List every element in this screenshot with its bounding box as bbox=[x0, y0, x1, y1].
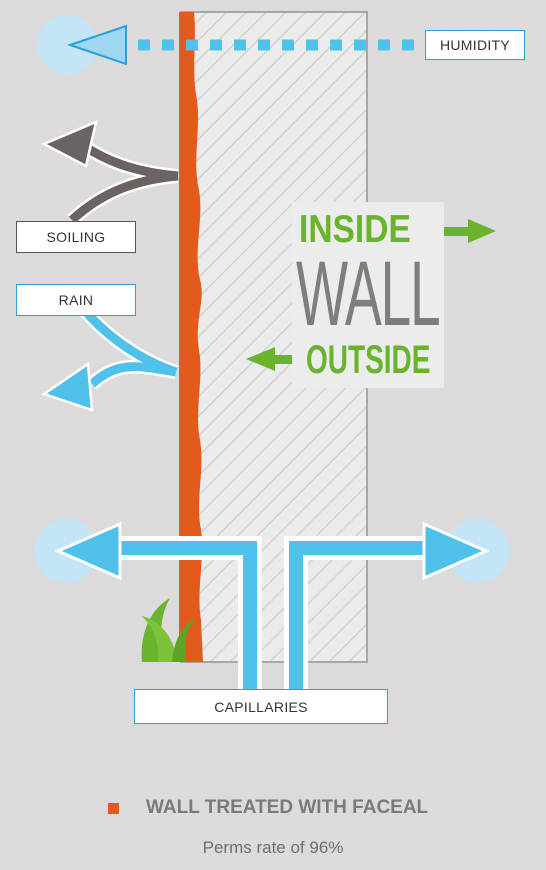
legend-subtitle: Perms rate of 96% bbox=[202, 838, 344, 857]
inside-label: INSIDE bbox=[299, 208, 411, 251]
inside-arrow-icon bbox=[440, 219, 496, 243]
faceal-treatment-layer bbox=[179, 12, 203, 662]
rain-arrowhead-icon bbox=[41, 361, 94, 412]
capillaries-label: CAPILLARIES bbox=[134, 689, 388, 724]
wall-text-backing bbox=[292, 202, 444, 388]
legend: WALL TREATED WITH FACEAL bbox=[108, 797, 428, 819]
capillary-right-arrowhead-icon bbox=[422, 521, 490, 581]
rain-label: RAIN bbox=[16, 284, 136, 316]
legend-swatch bbox=[108, 802, 119, 814]
humidity-label: HUMIDITY bbox=[425, 30, 525, 60]
grass-icon bbox=[141, 598, 196, 662]
soiling-label: SOILING bbox=[16, 221, 136, 253]
humidity-arrow bbox=[37, 15, 418, 75]
soiling-arrowhead-icon bbox=[41, 119, 98, 168]
outside-label: OUTSIDE bbox=[306, 338, 431, 382]
capillary-left-arrowhead-icon bbox=[54, 521, 122, 581]
humidity-arrowhead bbox=[66, 24, 127, 66]
legend-title: WALL TREATED WITH FACEAL bbox=[146, 797, 429, 818]
capillaries-arrows bbox=[34, 519, 510, 700]
wall-label: WALL bbox=[296, 243, 441, 345]
outside-arrow-icon bbox=[246, 347, 302, 371]
